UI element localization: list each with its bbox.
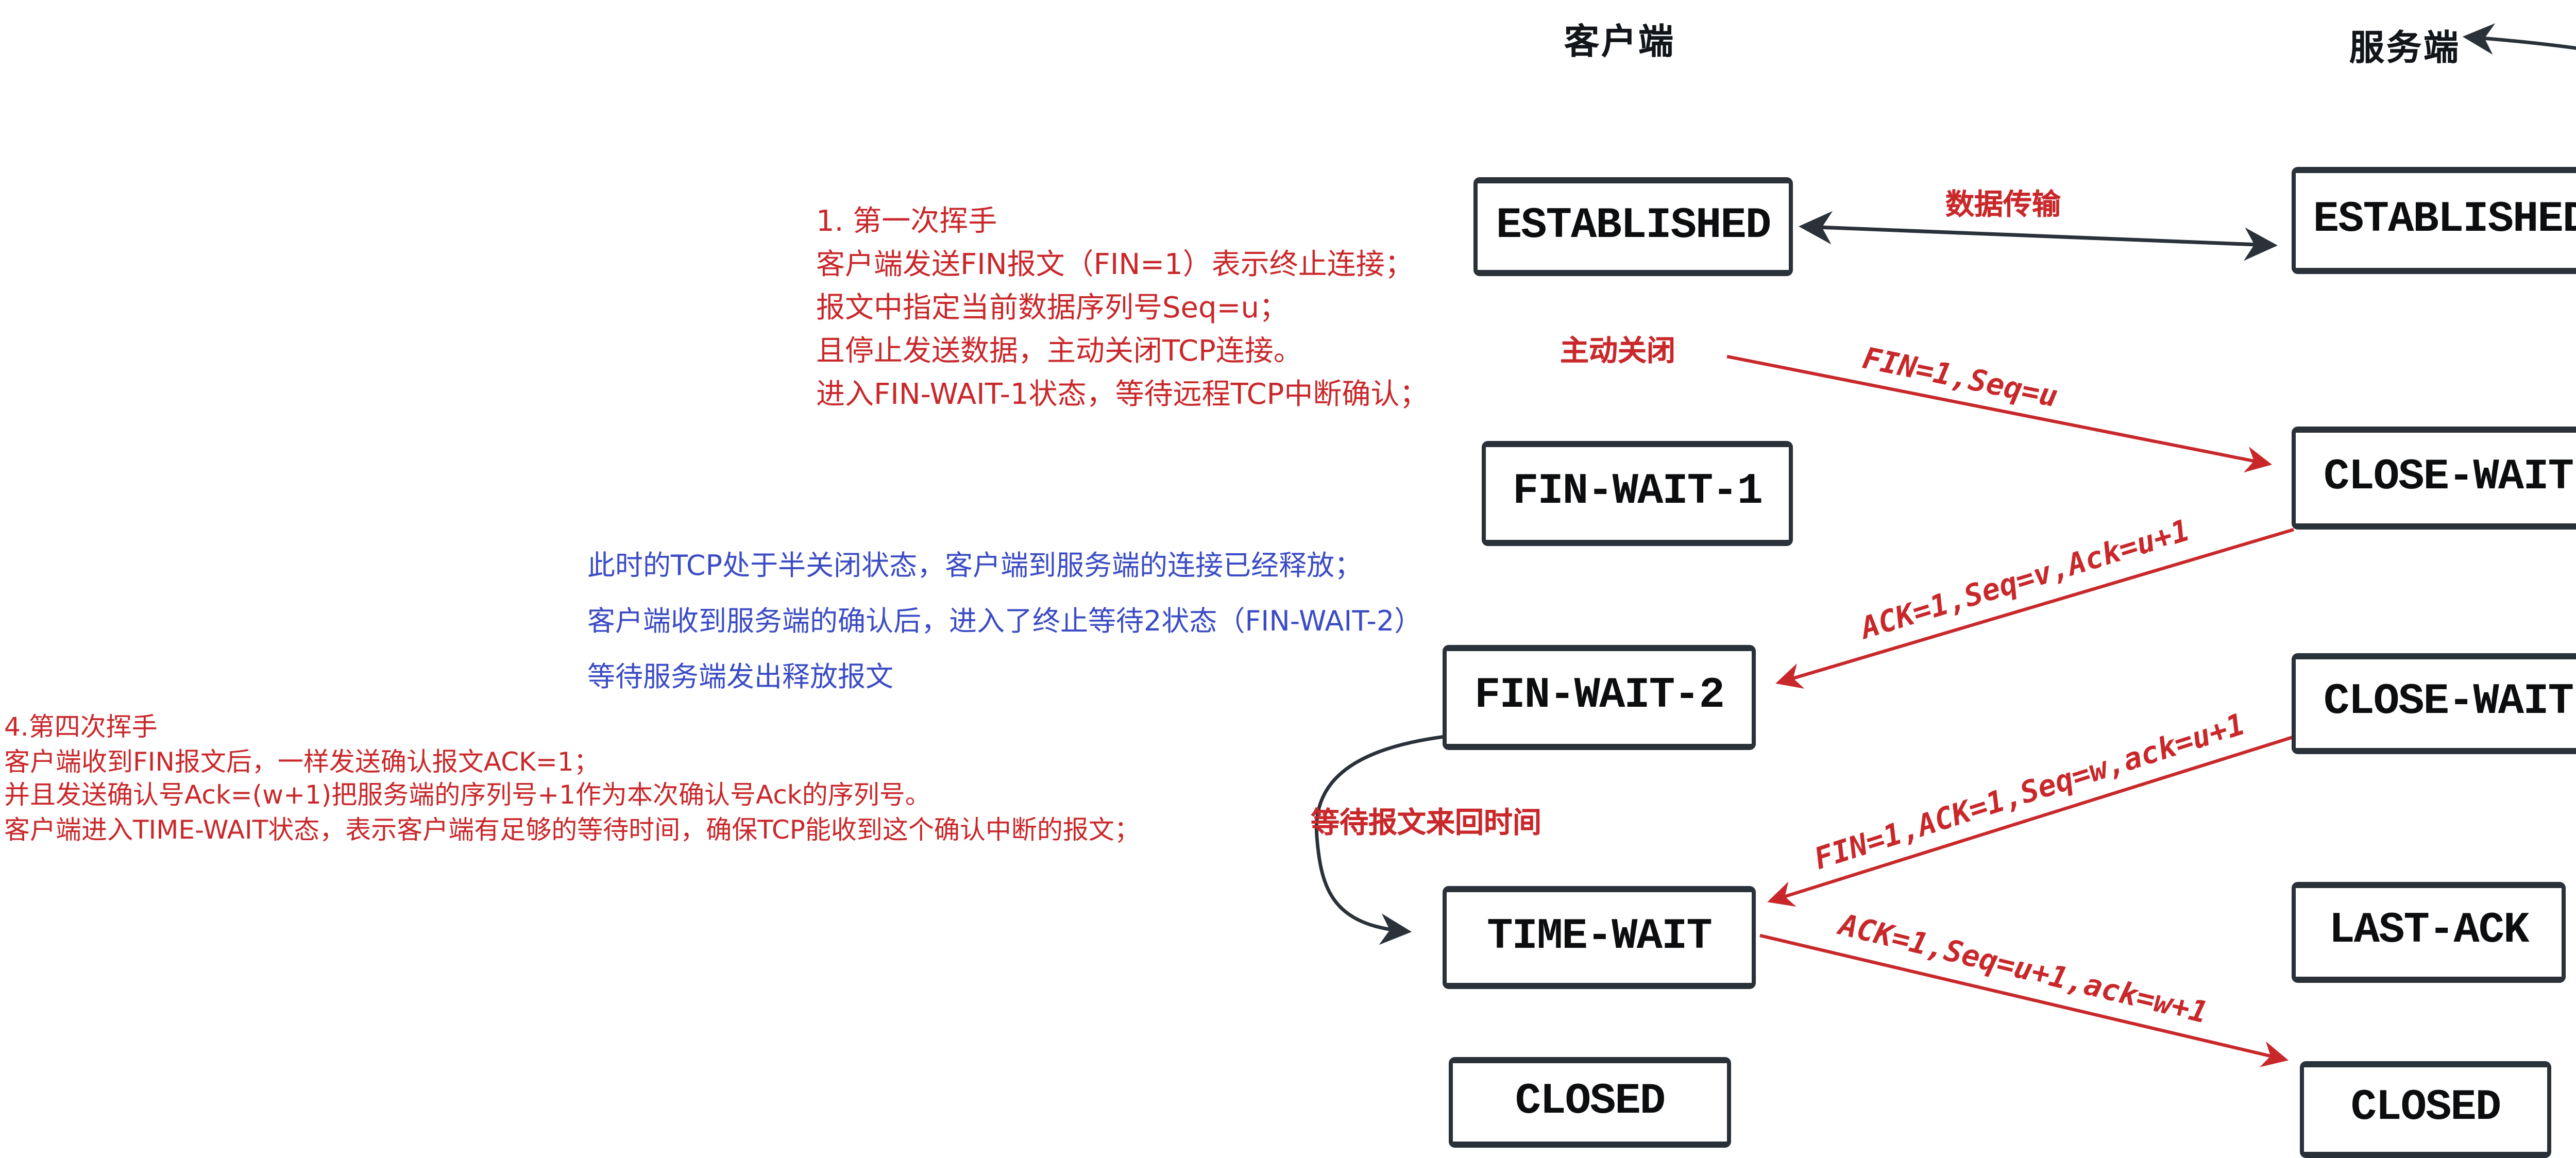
client-column-title: 客户端 bbox=[1564, 23, 1675, 64]
fin-arrow-third-wave bbox=[1767, 734, 2298, 907]
state-closed-client: CLOSED bbox=[1449, 1057, 1731, 1148]
state-fin-wait-1: FIN-WAIT-1 bbox=[1482, 441, 1793, 546]
note-line: 客户端发送FIN报文（FIN=1）表示终止连接； bbox=[816, 249, 1414, 282]
note-line: 1. 第一次挥手 bbox=[816, 206, 997, 239]
note-half-close: 此时的TCP处于半关闭状态，客户端到服务端的连接已经释放； 客户端收到服务端的确… bbox=[587, 540, 1422, 707]
note-line: 并且发送确认号Ack=(w+1)把服务端的序列号+1作为本次确认号Ack的序列号… bbox=[4, 779, 931, 810]
note-line: 客户端进入TIME-WAIT状态，表示客户端有足够的等待时间，确保TCP能收到这… bbox=[4, 813, 1140, 844]
state-close-wait-2: CLOSE-WAIT bbox=[2292, 653, 2576, 754]
state-established-server: ESTABLISHED bbox=[2292, 167, 2576, 274]
note-line: 进入FIN-WAIT-1状态，等待远程TCP中断确认； bbox=[816, 379, 1429, 412]
note-line: 客户端收到FIN报文后，一样发送确认报文ACK=1； bbox=[4, 745, 600, 776]
server-column-title: 服务端 bbox=[2349, 29, 2461, 70]
state-fin-wait-2: FIN-WAIT-2 bbox=[1443, 645, 1756, 750]
note-line: 此时的TCP处于半关闭状态，客户端到服务端的连接已经释放； bbox=[587, 550, 1363, 583]
data-transfer-label: 数据传输 bbox=[1945, 190, 2061, 223]
note-line: 报文中指定当前数据序列号Seq=u； bbox=[816, 293, 1288, 326]
ack-seq-v-arrow-label: ACK=1,Seq=v,Ack=u+1 bbox=[1857, 515, 2194, 647]
note-line: 等待服务端发出释放报文 bbox=[587, 661, 893, 694]
active-close-label: 主动关闭 bbox=[1560, 336, 1675, 369]
note-line: 且停止发送数据，主动关闭TCP连接。 bbox=[816, 336, 1302, 369]
note-line: 客户端收到服务端的确认后，进入了终止等待2状态（FIN-WAIT-2） bbox=[587, 606, 1422, 639]
state-closed-server: CLOSED bbox=[2300, 1061, 2551, 1158]
ack-seq-u1-arrow-label: ACK=1,Seq=u+1,ack=w+1 bbox=[1835, 910, 2211, 1031]
state-close-wait-1: CLOSE-WAIT bbox=[2292, 427, 2576, 530]
fin-seq-u-arrow-label: FIN=1,Seq=u bbox=[1859, 343, 2060, 415]
ack-arrow-second-wave bbox=[1775, 527, 2294, 689]
note-line: 4.第四次挥手 bbox=[4, 711, 158, 742]
state-time-wait: TIME-WAIT bbox=[1443, 886, 1756, 989]
fin-ack-seq-w-arrow-label: FIN=1,ACK=1,Seq=w,ack=u+1 bbox=[1810, 709, 2250, 878]
state-established-client: ESTABLISHED bbox=[1473, 177, 1793, 276]
data-transfer-arrow bbox=[1799, 211, 2278, 261]
note-step1-first-wave: 1. 第一次挥手 客户端发送FIN报文（FIN=1）表示终止连接； 报文中指定当… bbox=[816, 202, 1428, 418]
wait-rtt-label: 等待报文来回时间 bbox=[1311, 808, 1541, 841]
state-last-ack: LAST-ACK bbox=[2292, 882, 2566, 983]
note-step4-fourth-wave: 4.第四次挥手 客户端收到FIN报文后，一样发送确认报文ACK=1； 并且发送确… bbox=[4, 711, 1140, 847]
